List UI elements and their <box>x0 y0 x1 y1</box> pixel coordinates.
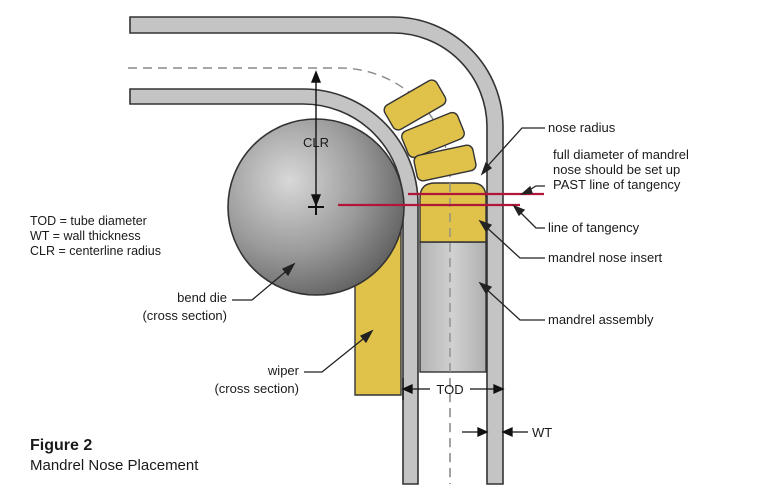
bend-die-label-1: bend die <box>177 290 227 305</box>
tube-outer-wall <box>129 16 504 485</box>
mandrel-ball <box>383 79 447 131</box>
figure-caption: Figure 2 Mandrel Nose Placement <box>30 436 198 476</box>
full-diameter-label-3: PAST line of tangency <box>553 177 681 192</box>
mandrel-balls <box>383 79 477 182</box>
full-diameter-label-2: nose should be set up <box>553 162 680 177</box>
mandrel-assembly <box>419 241 487 373</box>
wiper-label-1: wiper <box>267 363 300 378</box>
tod-dimension <box>401 378 505 400</box>
line-of-tangency-label: line of tangency <box>548 220 640 235</box>
legend-clr: CLR = centerline radius <box>30 244 161 258</box>
bend-die-label-2: (cross section) <box>142 308 227 323</box>
figure-title: Figure 2 <box>30 437 93 454</box>
mandrel-nose-insert-label: mandrel nose insert <box>548 250 663 265</box>
clr-label: CLR <box>303 135 329 150</box>
legend-tod: TOD = tube diameter <box>30 214 147 228</box>
mandrel-nose-insert <box>419 182 487 243</box>
figure-subtitle: Mandrel Nose Placement <box>30 457 199 474</box>
tod-label: TOD <box>436 382 463 397</box>
nose-radius-label: nose radius <box>548 120 616 135</box>
clr-dimension <box>310 70 322 207</box>
leader-lines <box>232 127 545 373</box>
wiper-label-2: (cross section) <box>214 381 299 396</box>
mandrel-ball <box>401 111 465 159</box>
wt-label: WT <box>532 425 552 440</box>
wt-dimension <box>462 426 528 438</box>
full-diameter-label-1: full diameter of mandrel <box>553 147 689 162</box>
mandrel-assembly-label: mandrel assembly <box>548 312 654 327</box>
mandrel-ball <box>413 144 477 182</box>
legend-wt: WT = wall thickness <box>30 229 141 243</box>
